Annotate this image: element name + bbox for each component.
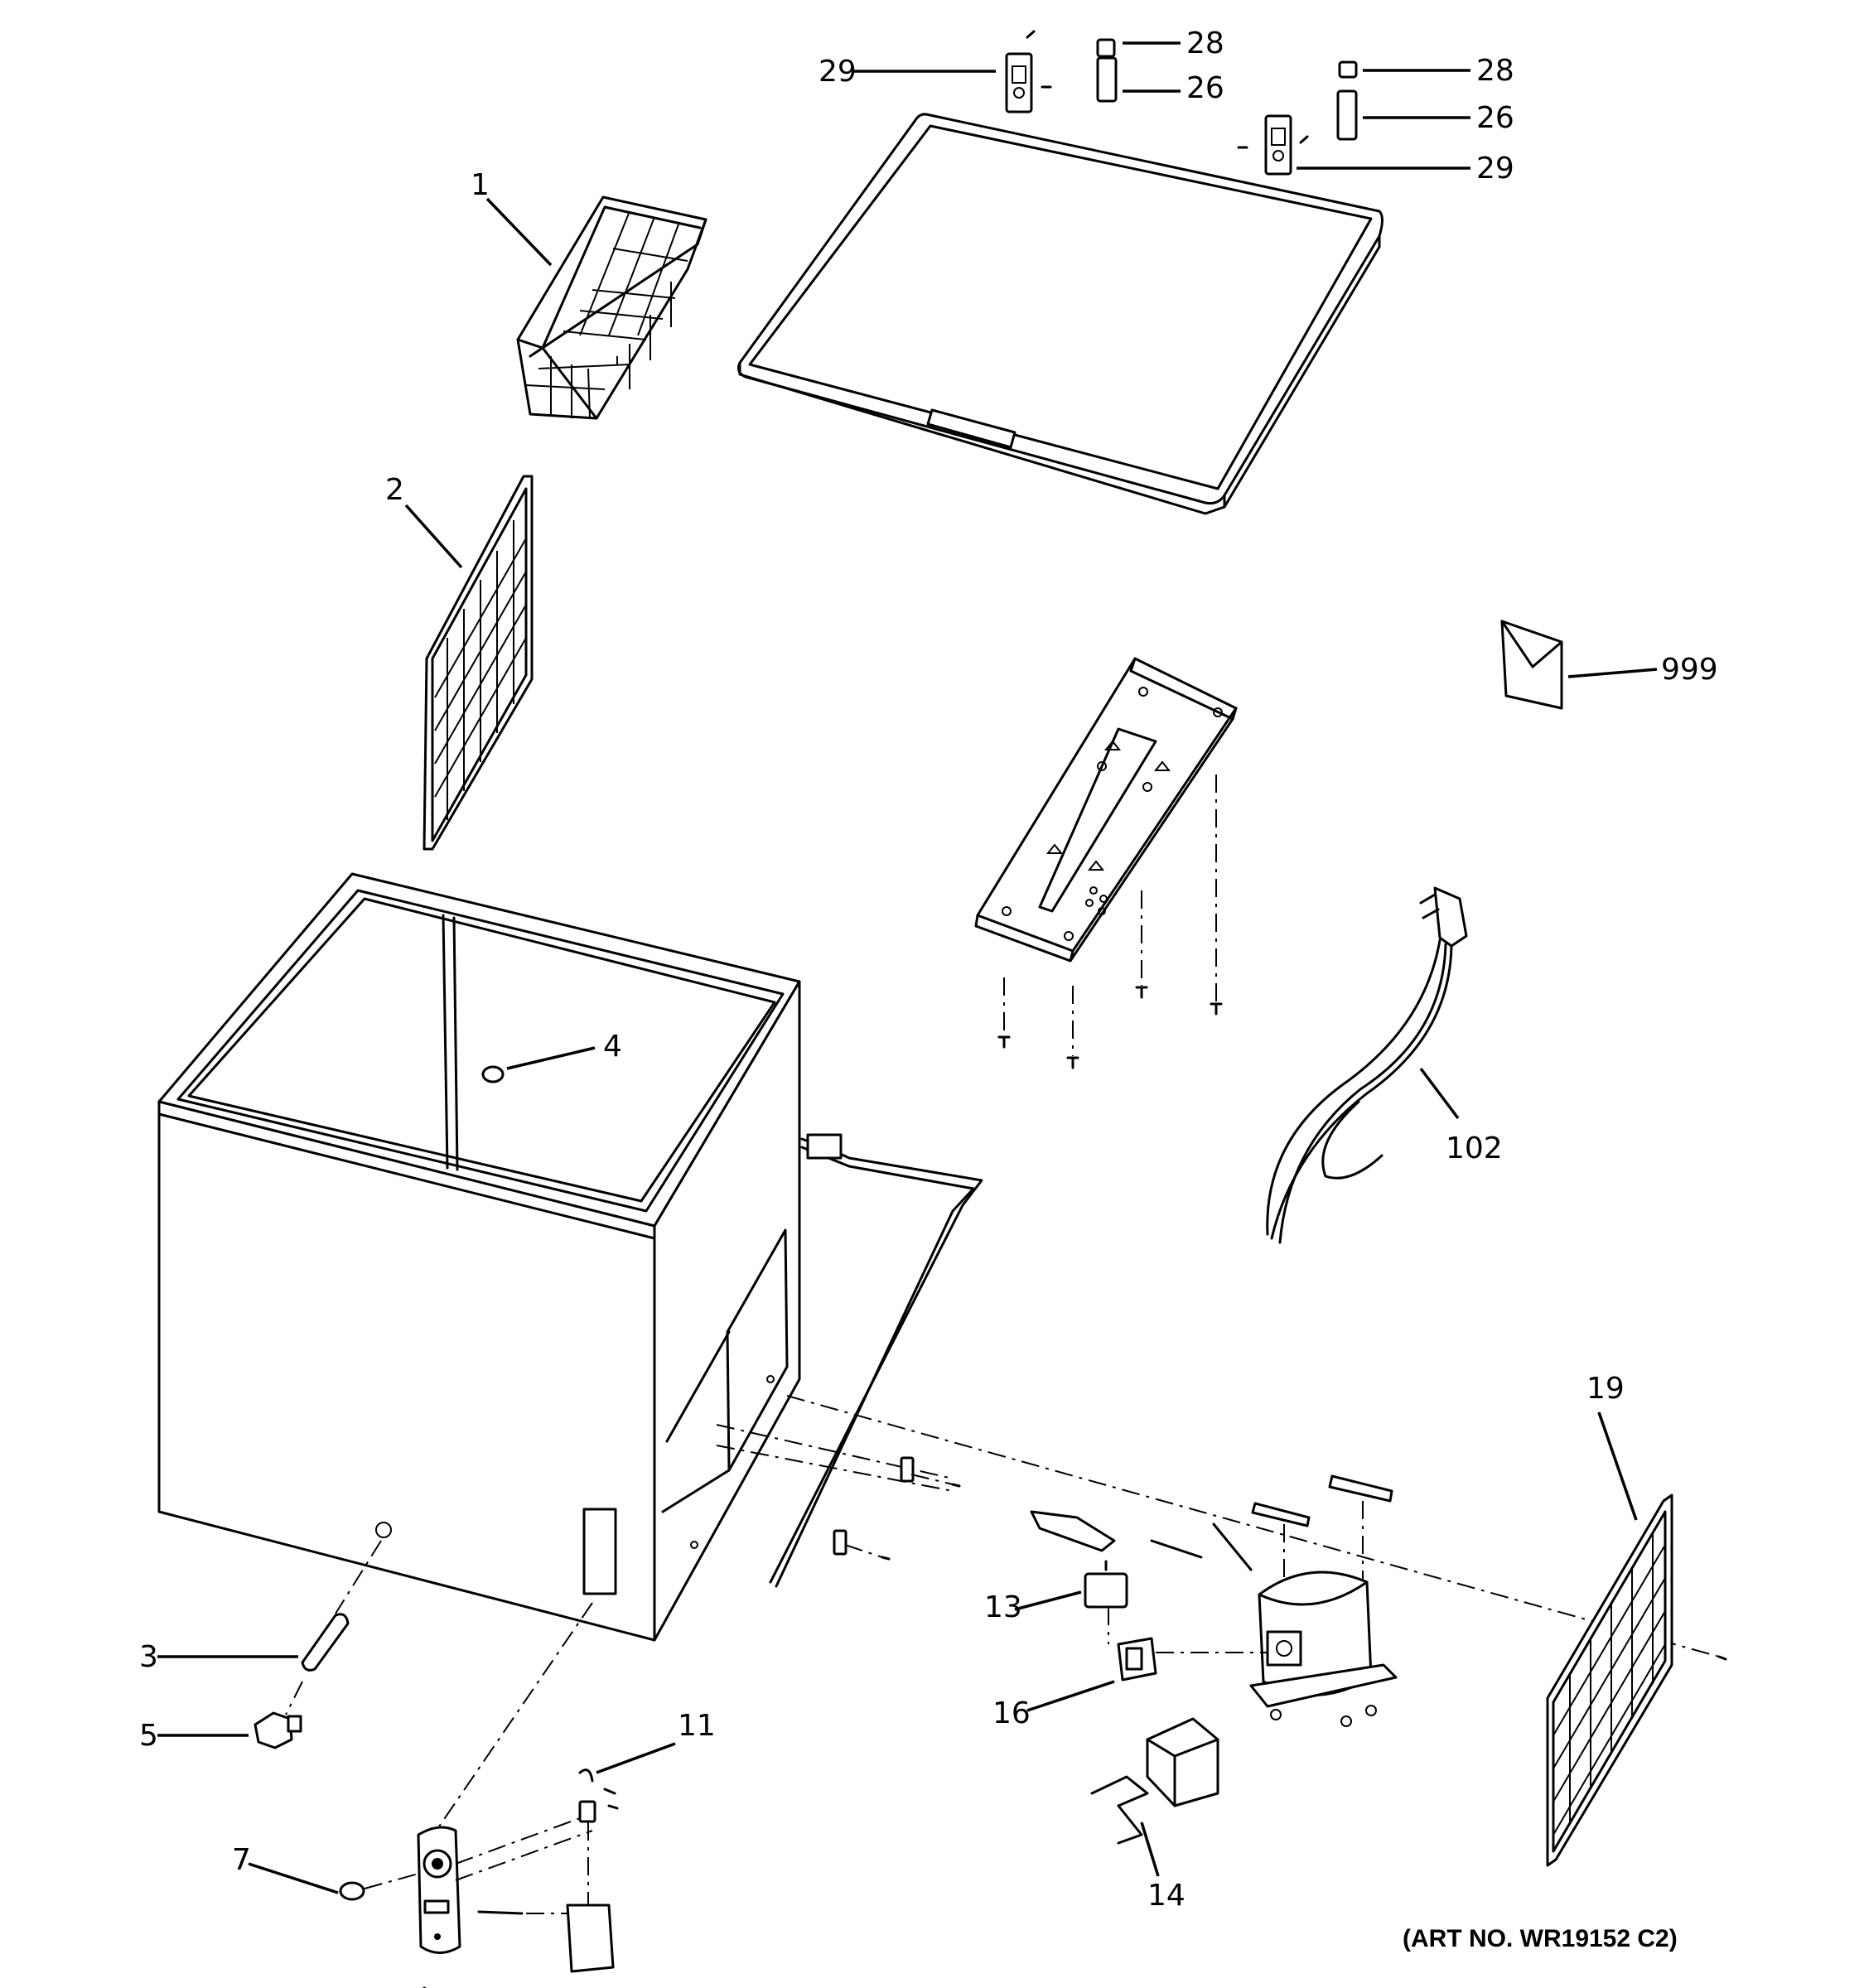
literature-envelope [1500, 620, 1563, 710]
leveling-leg [301, 1540, 382, 1672]
callout-19: 19 [1586, 1372, 1625, 1406]
callout-28-left: 28 [1186, 27, 1224, 60]
compressor [1249, 1571, 1398, 1727]
callout-16: 16 [992, 1696, 1031, 1730]
callout-13: 13 [984, 1590, 1022, 1624]
tube-clips [833, 1456, 961, 1561]
relay-cover [1090, 1717, 1219, 1845]
thermostat-bracket [477, 1768, 619, 1973]
start-relay [1108, 1607, 1268, 1682]
callout-1: 1 [471, 168, 490, 202]
callout-999: 999 [1661, 653, 1718, 687]
callout-102: 102 [1446, 1132, 1503, 1165]
hinge-cover-left [1096, 38, 1118, 103]
callout-26-left: 26 [1186, 71, 1224, 105]
filter-drier [1030, 1510, 1253, 1571]
callout-4: 4 [603, 1030, 622, 1064]
callout-11: 11 [678, 1709, 716, 1743]
callout-14: 14 [1147, 1879, 1186, 1913]
freezer-cabinet [157, 872, 801, 1642]
callout-29-left: 29 [819, 55, 857, 89]
rear-grille [1546, 1493, 1727, 1867]
start-capacitor [1084, 1560, 1128, 1609]
hinge-left [1005, 30, 1052, 113]
mounting-rail [974, 657, 1238, 963]
thermostat-housing [339, 1602, 593, 1988]
art-number: (ART NO. WR19152 C2) [1403, 1925, 1678, 1952]
callout-3: 3 [139, 1640, 158, 1674]
divider-panel [423, 475, 534, 851]
freezer-lid [737, 113, 1384, 515]
condenser-tube [769, 1133, 983, 1588]
caster-foot [254, 1681, 303, 1749]
callout-5: 5 [139, 1719, 158, 1753]
hinge-cover-right [1336, 60, 1358, 141]
hinge-right [1237, 114, 1309, 176]
callout-29-right: 29 [1476, 152, 1514, 186]
callout-7: 7 [232, 1843, 251, 1877]
rail-screws [997, 774, 1223, 1069]
callout-26-right: 26 [1476, 101, 1514, 135]
callout-2: 2 [385, 473, 404, 507]
wire-basket [516, 195, 707, 420]
callout-28-right: 28 [1476, 54, 1514, 88]
power-cord [1266, 886, 1468, 1244]
